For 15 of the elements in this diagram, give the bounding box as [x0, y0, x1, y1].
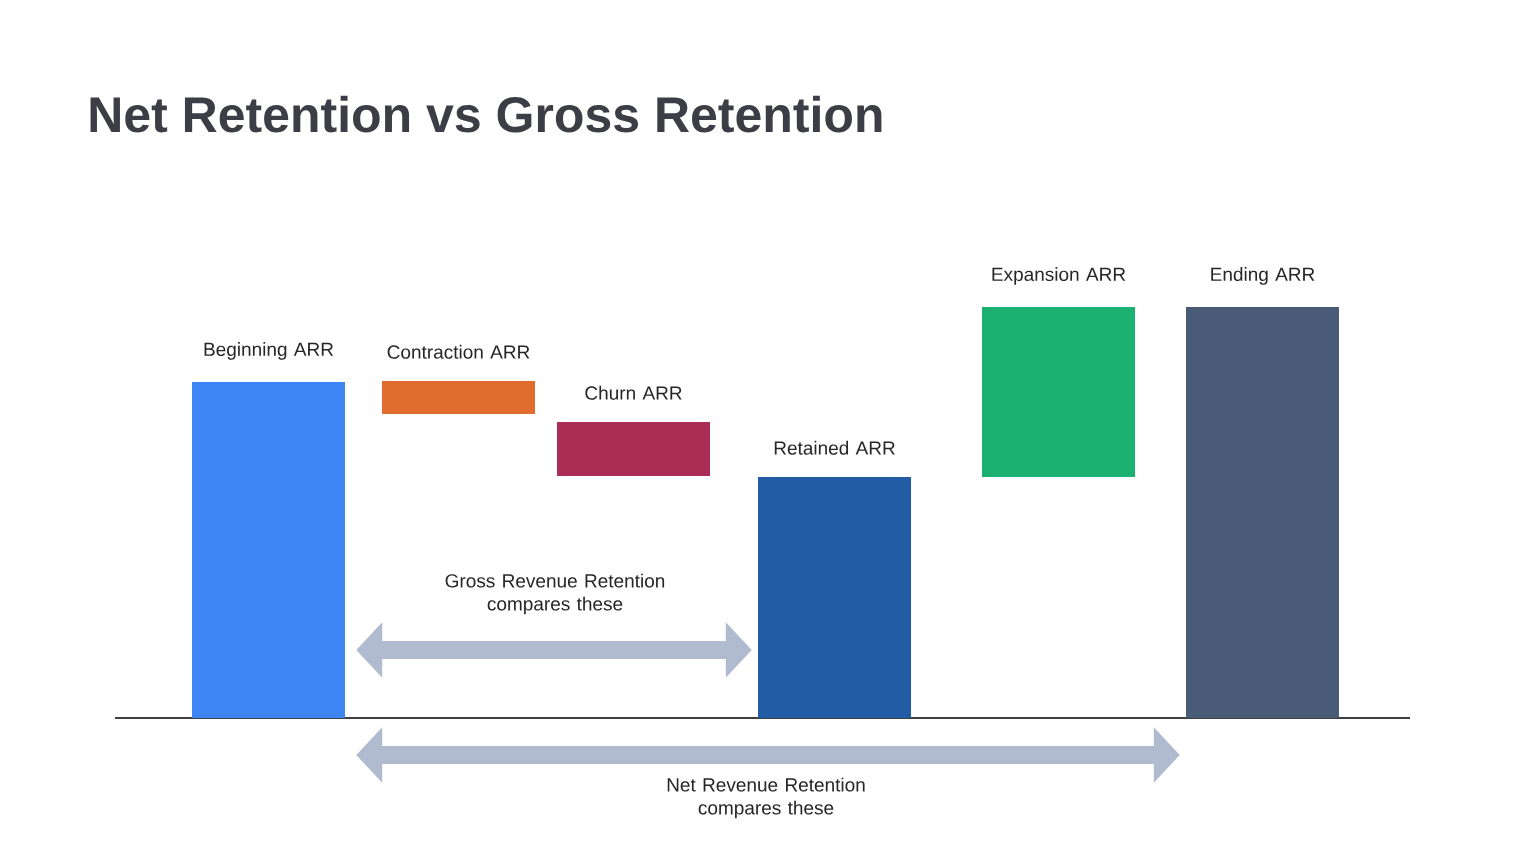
edge-label: Gross Revenue Retention compares these [445, 573, 665, 615]
title: Net Retention vs Gross Retention [90, 95, 882, 133]
bar: Ending ARR [1186, 267, 1339, 718]
node-label: Churn ARR [585, 385, 682, 400]
edge-label: Net Revenue Retention compares these [667, 777, 865, 819]
node-label: Expansion ARR [992, 267, 1126, 285]
node-label: Retained ARR [774, 440, 895, 455]
bar: Beginning ARR [192, 342, 345, 718]
node-label: Ending ARR [1211, 267, 1315, 285]
node-label: Contraction ARR [387, 344, 530, 359]
bar: Churn ARR [557, 385, 710, 476]
node-label: Beginning ARR [204, 342, 334, 360]
bar: Expansion ARR [982, 267, 1135, 477]
bar: Contraction ARR [382, 344, 535, 414]
bar: Retained ARR [758, 440, 911, 718]
